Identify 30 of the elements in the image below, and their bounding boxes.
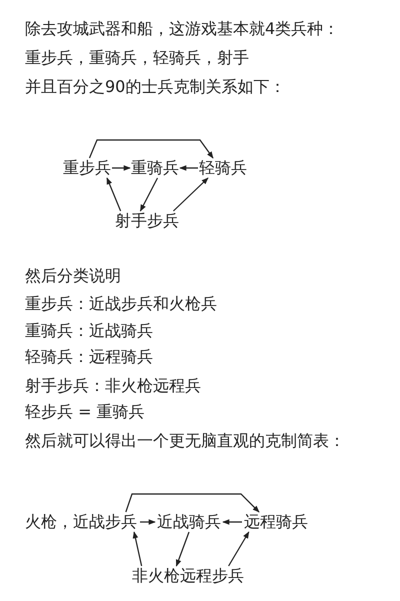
arrow: [176, 532, 190, 567]
arrow: [172, 178, 208, 212]
unit-label: 火枪，近战步兵: [22, 512, 140, 532]
unit-label: 非火枪远程步兵: [130, 566, 246, 586]
text-line: 重步兵，重骑兵，轻骑兵，射手: [25, 48, 249, 68]
text-line: 然后分类说明: [25, 266, 121, 286]
text-line: 然后就可以得出一个更无脑直观的克制简表：: [25, 431, 345, 451]
arrow: [222, 519, 242, 525]
unit-label: 近战骑兵: [155, 512, 223, 532]
text-line: 射手步兵：非火枪远程兵: [25, 376, 201, 396]
arrow: [179, 165, 198, 171]
text-line: 并且百分之90的士兵克制关系如下：: [25, 77, 286, 97]
arrow: [132, 531, 142, 566]
text-line: 重步兵：近战步兵和火枪兵: [25, 294, 217, 314]
unit-label: 远程骑兵: [242, 512, 310, 532]
text-line: 轻骑兵：远程骑兵: [25, 347, 153, 367]
arrow: [140, 178, 158, 212]
unit-label: 轻骑兵: [198, 158, 248, 178]
arrow: [125, 493, 260, 512]
arrow: [112, 165, 131, 171]
arrow: [88, 139, 214, 159]
arrow: [106, 177, 122, 212]
unit-label: 重骑兵: [130, 158, 180, 178]
text-line: 重骑兵：近战骑兵: [25, 321, 153, 341]
arrow: [140, 519, 156, 525]
unit-label: 射手步兵: [114, 211, 180, 231]
arrow: [228, 531, 250, 566]
unit-label: 重步兵: [62, 158, 112, 178]
text-line: 轻步兵 = 重骑兵: [25, 402, 145, 422]
text-line: 除去攻城武器和船，这游戏基本就4类兵种：: [25, 19, 340, 39]
